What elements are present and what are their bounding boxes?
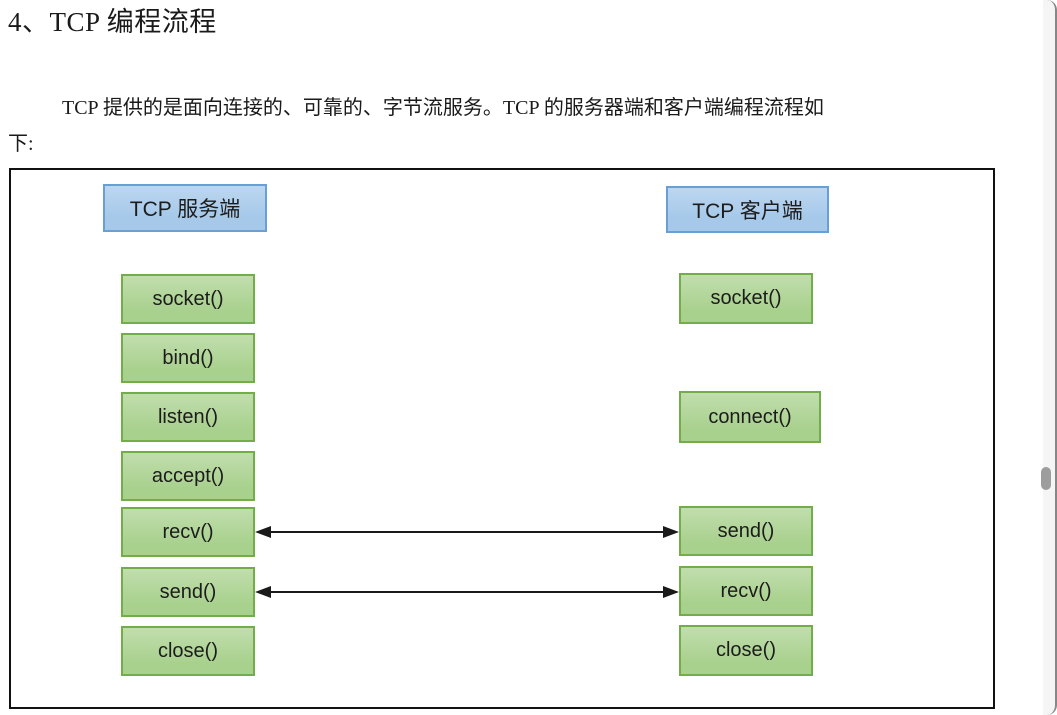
server-step-recv: recv() bbox=[121, 507, 255, 557]
scrollbar-thumb[interactable] bbox=[1041, 467, 1051, 490]
arrowhead-left-icon bbox=[255, 526, 271, 538]
arrow-line bbox=[271, 531, 663, 533]
arrow-send-recv bbox=[255, 586, 679, 598]
server-step-listen: listen() bbox=[121, 392, 255, 442]
server-step-send: send() bbox=[121, 567, 255, 617]
body-paragraph: TCP 提供的是面向连接的、可靠的、字节流服务。TCP 的服务器端和客户端编程流… bbox=[8, 90, 1038, 162]
client-step-send: send() bbox=[679, 506, 813, 556]
paragraph-line-2: 下: bbox=[8, 133, 34, 155]
server-step-close: close() bbox=[121, 626, 255, 676]
client-step-socket: socket() bbox=[679, 273, 813, 324]
arrow-line bbox=[271, 591, 663, 593]
server-header: TCP 服务端 bbox=[103, 184, 267, 232]
section-heading: 4、TCP 编程流程 bbox=[8, 7, 217, 37]
server-step-accept: accept() bbox=[121, 451, 255, 501]
paragraph-line-1: TCP 提供的是面向连接的、可靠的、字节流服务。TCP 的服务器端和客户端编程流… bbox=[62, 97, 824, 119]
server-step-bind: bind() bbox=[121, 333, 255, 383]
arrowhead-left-icon bbox=[255, 586, 271, 598]
arrowhead-right-icon bbox=[663, 526, 679, 538]
client-header: TCP 客户端 bbox=[666, 186, 829, 233]
arrowhead-right-icon bbox=[663, 586, 679, 598]
client-step-recv: recv() bbox=[679, 566, 813, 616]
server-step-socket: socket() bbox=[121, 274, 255, 324]
tcp-flow-diagram: TCP 服务端 TCP 客户端 socket() bind() listen()… bbox=[9, 168, 995, 709]
client-step-close: close() bbox=[679, 625, 813, 676]
scrollbar-track[interactable] bbox=[1041, 0, 1057, 715]
arrow-recv-send bbox=[255, 526, 679, 538]
client-step-connect: connect() bbox=[679, 391, 821, 443]
